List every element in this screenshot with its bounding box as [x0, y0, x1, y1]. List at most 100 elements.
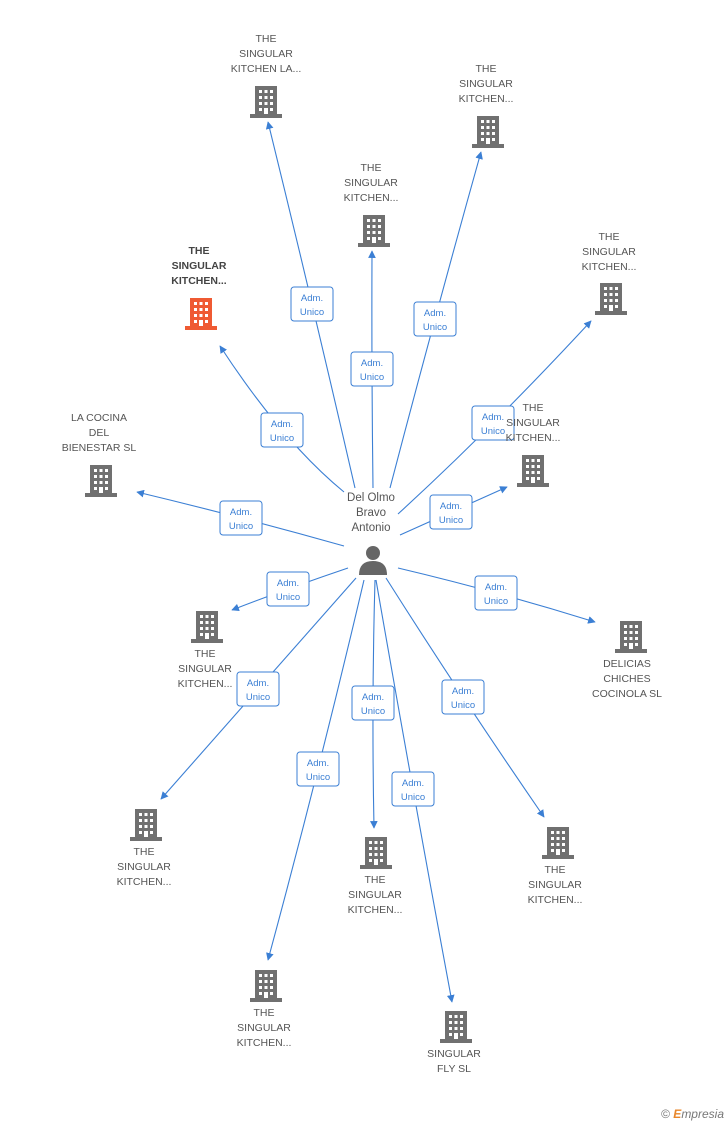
relation-badge[interactable]: Adm.Unico — [219, 500, 263, 536]
company-label: SINGULAR — [117, 861, 171, 873]
company-node[interactable]: THESINGULARKITCHEN... — [348, 837, 403, 916]
company-label: THE — [523, 402, 544, 414]
relation-badge[interactable]: Adm. Unico — [474, 575, 518, 611]
brand-logo-e: E — [673, 1107, 682, 1121]
relation-badge-text: Adm. — [482, 412, 504, 423]
relation-badge-box — [429, 494, 473, 530]
company-label: CHICHES — [603, 673, 650, 685]
company-label: KITCHEN... — [528, 894, 583, 906]
relation-badge-text: Unico — [306, 772, 330, 783]
company-node[interactable]: THE SINGULAR KITCHEN... — [506, 402, 561, 487]
company-label: THE — [599, 231, 620, 243]
company-node[interactable]: THESINGULARKITCHEN... — [528, 827, 583, 906]
relation-badge-box — [236, 671, 280, 707]
company-label: KITCHEN... — [582, 261, 637, 273]
company-label: SINGULAR — [178, 663, 232, 675]
relation-badge-text: Unico — [401, 792, 425, 803]
company-node[interactable]: THESINGULARKITCHEN... — [344, 162, 399, 247]
relation-badge[interactable]: Adm.Unico — [441, 679, 485, 715]
person-label: Bravo — [356, 507, 386, 519]
company-node[interactable]: THESINGULARKITCHEN... — [178, 611, 233, 690]
relation-badge[interactable]: Adm.Unico — [260, 412, 304, 448]
company-label: THE — [189, 245, 210, 257]
relation-badge-box — [441, 679, 485, 715]
relation-badge-text: Unico — [246, 692, 270, 703]
company-label: SINGULAR — [506, 417, 560, 429]
relation-badge[interactable]: Adm.Unico — [391, 771, 435, 807]
company-node[interactable]: THESINGULARKITCHEN... — [171, 245, 227, 330]
company-label: KITCHEN... — [344, 192, 399, 204]
relation-badge[interactable]: Adm.Unico — [413, 301, 457, 337]
person-label: Antonio — [351, 522, 390, 534]
company-label: KITCHEN... — [506, 432, 561, 444]
company-label: KITCHEN... — [171, 275, 227, 287]
relation-badge-text: Adm. — [440, 501, 462, 512]
relation-badge-text: Unico — [423, 322, 447, 333]
relation-badge-text: Unico — [484, 596, 508, 607]
building-icon — [185, 298, 217, 330]
company-label: SINGULAR — [582, 246, 636, 258]
relation-badge[interactable]: Adm.Unico — [429, 494, 473, 530]
person-icon — [359, 546, 387, 575]
company-label: SINGULAR — [237, 1022, 291, 1034]
relation-badge-text: Adm. — [271, 419, 293, 430]
company-label: DELICIAS — [603, 658, 651, 670]
building-icon — [542, 827, 574, 859]
building-icon — [360, 837, 392, 869]
person-icon-head — [366, 546, 380, 560]
building-icon — [440, 1011, 472, 1043]
company-label: THE — [476, 63, 497, 75]
relation-badge[interactable]: Adm. Unico — [350, 351, 394, 387]
relation-badge-box — [290, 286, 334, 322]
company-label: KITCHEN... — [237, 1037, 292, 1049]
company-node[interactable]: DELICIAS CHICHES COCINOLA SL — [592, 621, 662, 700]
building-icon — [85, 465, 117, 497]
company-label: DEL — [89, 427, 110, 439]
building-icon — [250, 86, 282, 118]
company-label: BIENESTAR SL — [62, 442, 137, 454]
relation-badge-box — [350, 351, 394, 387]
relation-badge[interactable]: Adm.Unico — [290, 286, 334, 322]
company-label: SINGULAR — [459, 78, 513, 90]
relation-badge[interactable]: Adm.Unico — [471, 405, 515, 441]
relation-badge[interactable]: Adm.Unico — [351, 685, 395, 721]
company-label: THE — [365, 874, 386, 886]
company-node[interactable]: THESINGULARKITCHEN... — [237, 970, 292, 1049]
relation-badge-box — [471, 405, 515, 441]
company-label: THE — [545, 864, 566, 876]
relation-badge-text: Adm. — [307, 758, 329, 769]
relation-badge-box — [260, 412, 304, 448]
relation-badge-text: Adm. — [361, 358, 383, 369]
relation-badge-text: Unico — [360, 372, 384, 383]
company-node[interactable]: THESINGULARKITCHEN... — [459, 63, 514, 148]
relation-badge-text: Adm. — [452, 686, 474, 697]
building-icon — [595, 283, 627, 315]
relation-badge[interactable]: Adm. Unico — [236, 671, 280, 707]
relation-badge-box — [351, 685, 395, 721]
relation-badge[interactable]: Adm.Unico — [266, 571, 310, 607]
building-icon — [358, 215, 390, 247]
company-label: THE — [256, 33, 277, 45]
building-icon — [250, 970, 282, 1002]
building-icon — [191, 611, 223, 643]
brand-watermark[interactable]: © Empresia — [661, 1107, 724, 1121]
brand-logo-text: mpresia — [681, 1107, 724, 1121]
relation-badge-text: Adm. — [247, 678, 269, 689]
relation-badge-text: Adm. — [485, 582, 507, 593]
company-label: COCINOLA SL — [592, 688, 662, 700]
relation-badge-box — [413, 301, 457, 337]
company-node[interactable]: THE SINGULAR KITCHEN... — [582, 231, 637, 315]
company-node[interactable]: THESINGULARKITCHEN... — [117, 809, 172, 888]
company-label: THE — [134, 846, 155, 858]
relation-badge-text: Adm. — [301, 293, 323, 304]
building-icon — [472, 116, 504, 148]
relation-badge[interactable]: Adm. Unico — [296, 751, 340, 787]
company-label: THE — [361, 162, 382, 174]
